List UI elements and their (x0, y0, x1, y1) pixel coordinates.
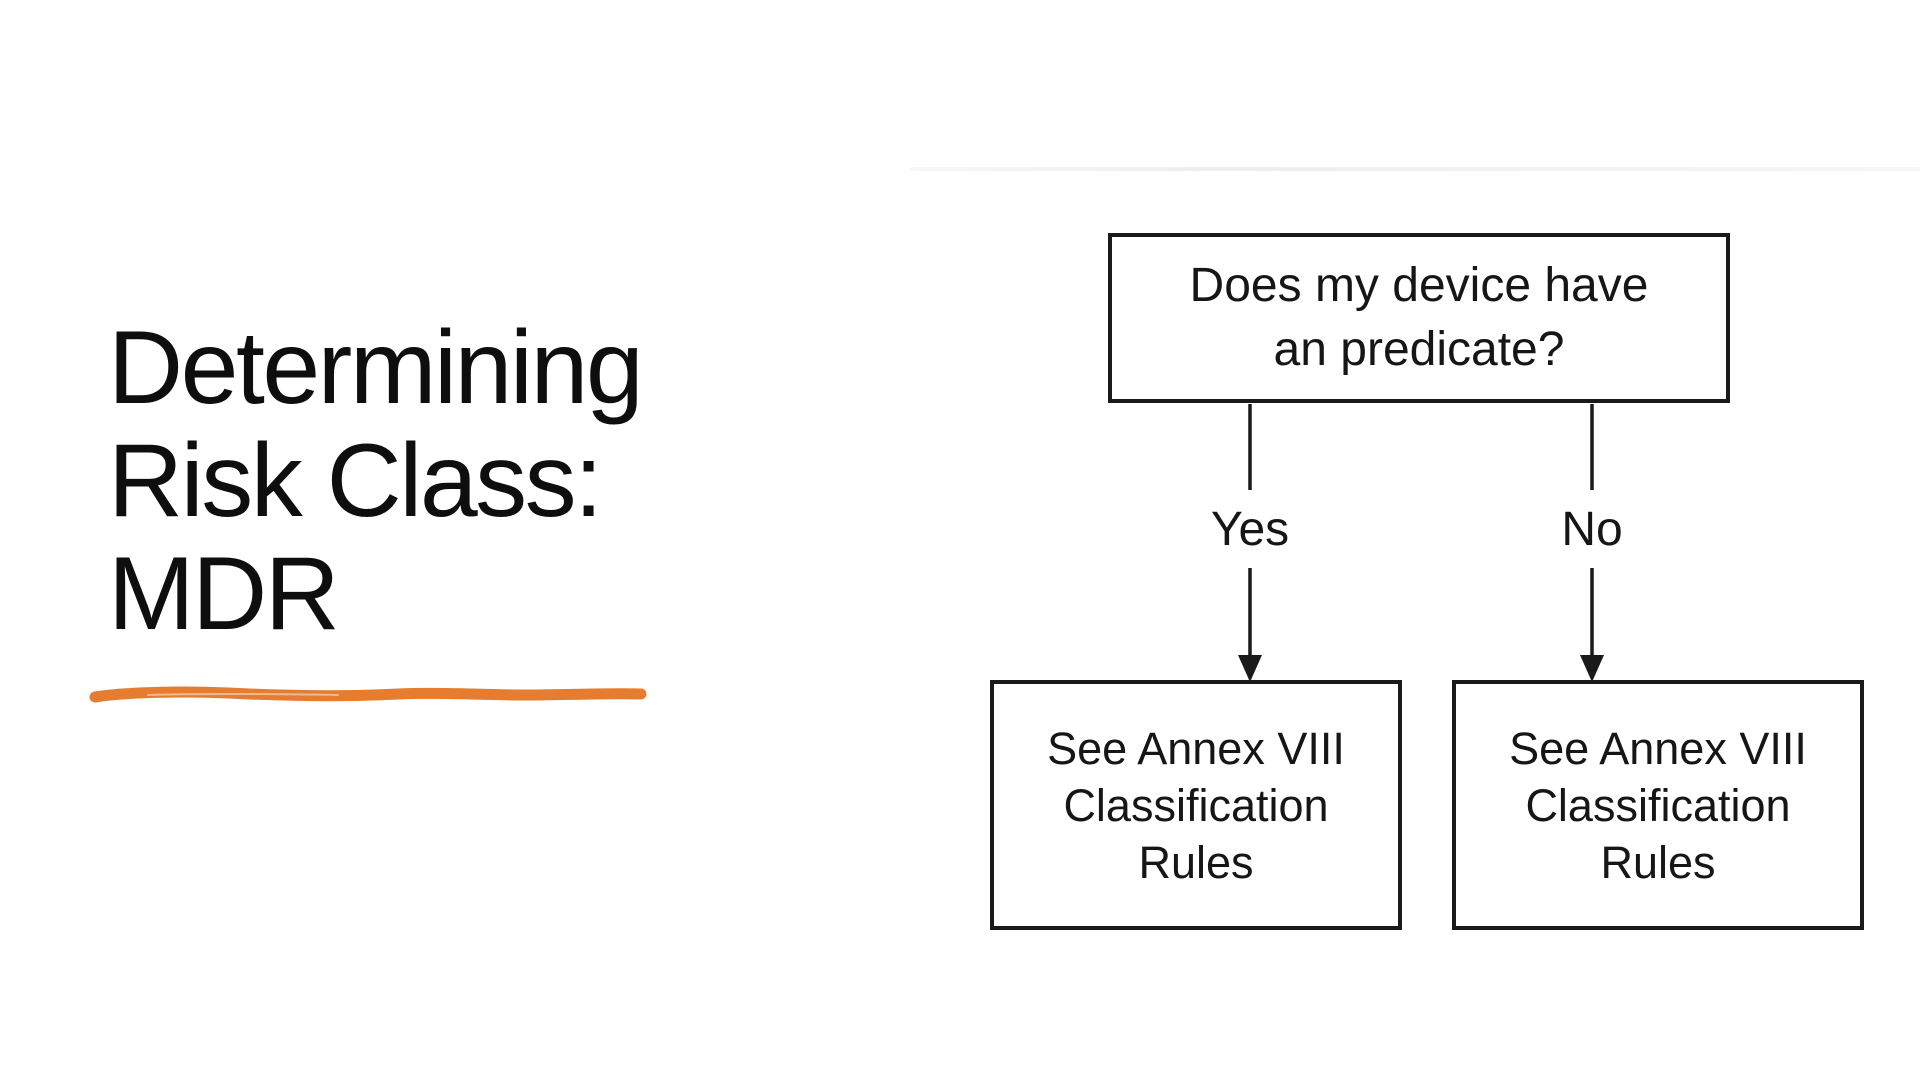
outcome-box-no-line-1: See Annex VIII (1509, 722, 1807, 774)
outcome-box-yes-line-2: Classification (1063, 779, 1329, 831)
question-box: Does my device have an predicate? (1108, 233, 1730, 403)
slide-title: Determining Risk Class: MDR (108, 310, 644, 652)
question-box-line-2: an predicate? (1273, 323, 1565, 376)
outcome-box-yes-line-1: See Annex VIII (1047, 722, 1345, 774)
outcome-box-yes-line-3: Rules (1138, 836, 1254, 888)
underline-highlight (147, 692, 339, 696)
title-line-3: MDR (108, 536, 340, 652)
title-line-1: Determining (108, 310, 644, 426)
outcome-box-no: See Annex VIII Classification Rules (1452, 680, 1864, 930)
branch-label-no: No (1561, 503, 1623, 556)
yes-branch-arrowhead (1238, 655, 1262, 682)
title-underline-accent (89, 686, 647, 703)
outcome-box-yes: See Annex VIII Classification Rules (990, 680, 1402, 930)
branch-label-yes: Yes (1210, 503, 1290, 556)
outcome-box-no-line-3: Rules (1600, 836, 1716, 888)
pasted-image-top-edge (910, 167, 1920, 171)
question-box-line-1: Does my device have (1189, 259, 1649, 312)
no-branch-arrowhead (1580, 655, 1604, 682)
underline-stroke (89, 686, 647, 703)
outcome-box-no-line-2: Classification (1525, 779, 1791, 831)
title-line-2: Risk Class: (108, 423, 603, 539)
